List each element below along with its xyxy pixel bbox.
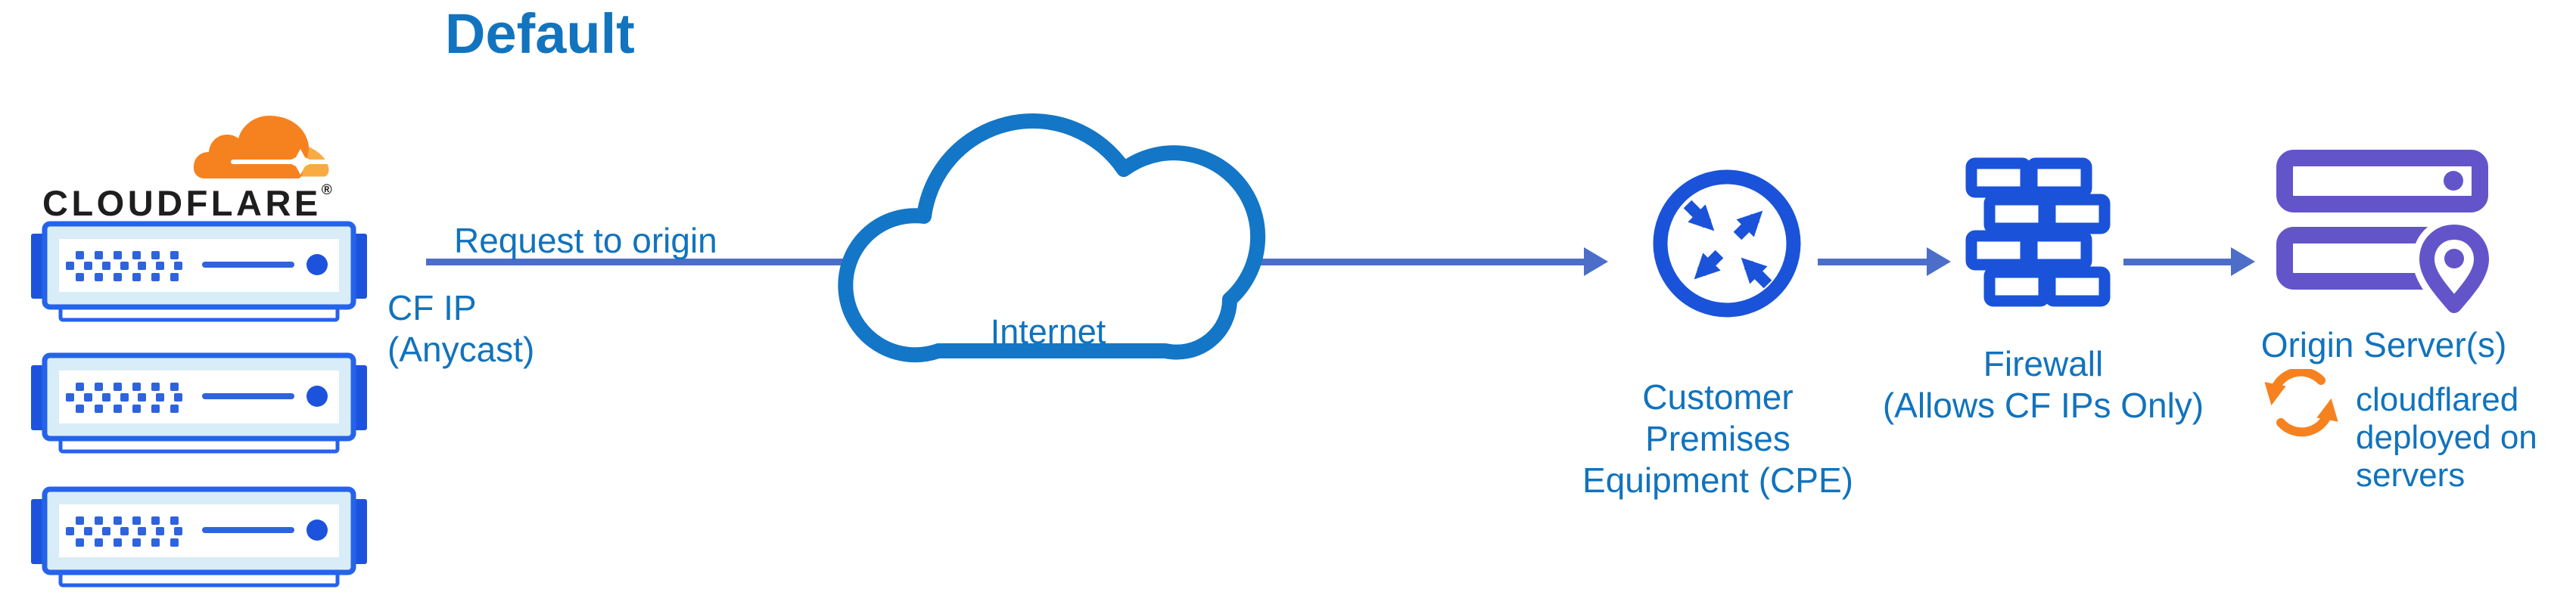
connector-cpe-to-firewall	[1818, 259, 1928, 265]
firewall-label: Firewall (Allows CF IPs Only)	[1862, 343, 2225, 426]
firewall-label-line2: (Allows CF IPs Only)	[1882, 386, 2204, 425]
edge-server-icon	[31, 221, 367, 322]
cf-ip-anycast-label: CF IP (Anycast)	[387, 287, 534, 371]
sync-arrows-icon	[2264, 369, 2338, 437]
arrowhead-to-cpe-icon	[1584, 247, 1608, 276]
origin-server-icon	[2276, 150, 2496, 320]
page-title: Default	[445, 2, 635, 65]
cpe-label-line1: Customer Premises	[1642, 377, 1794, 458]
cpe-label-line2: Equipment (CPE)	[1582, 460, 1853, 500]
origin-label: Origin Server(s)	[2260, 325, 2507, 364]
cloudflare-wordmark: CLOUDFLARE®	[42, 182, 332, 224]
request-to-origin-label: Request to origin	[454, 221, 717, 260]
cpe-label: Customer Premises Equipment (CPE)	[1566, 377, 1869, 501]
internet-label: Internet	[990, 312, 1106, 351]
location-pin-icon	[2413, 218, 2496, 320]
edge-server-icon	[31, 352, 367, 454]
internet-cloud-icon	[838, 113, 1266, 363]
arrowhead-to-origin-icon	[2231, 247, 2255, 276]
cf-ip-line1: CF IP	[387, 288, 477, 327]
cloudflared-note: cloudflared deployed on servers	[2356, 381, 2537, 494]
cf-ip-line2: (Anycast)	[387, 330, 535, 369]
edge-server-icon	[31, 486, 367, 588]
cpe-router-icon	[1653, 169, 1801, 318]
cloudflare-logo-cloud-icon	[193, 116, 333, 179]
firewall-label-line1: Firewall	[1983, 344, 2104, 383]
cloudflare-wordmark-text: CLOUDFLARE	[42, 183, 322, 223]
arrowhead-to-firewall-icon	[1927, 247, 1951, 276]
firewall-brick-icon	[1965, 157, 2111, 307]
registered-mark: ®	[321, 182, 332, 198]
connector-firewall-to-origin	[2123, 259, 2232, 265]
